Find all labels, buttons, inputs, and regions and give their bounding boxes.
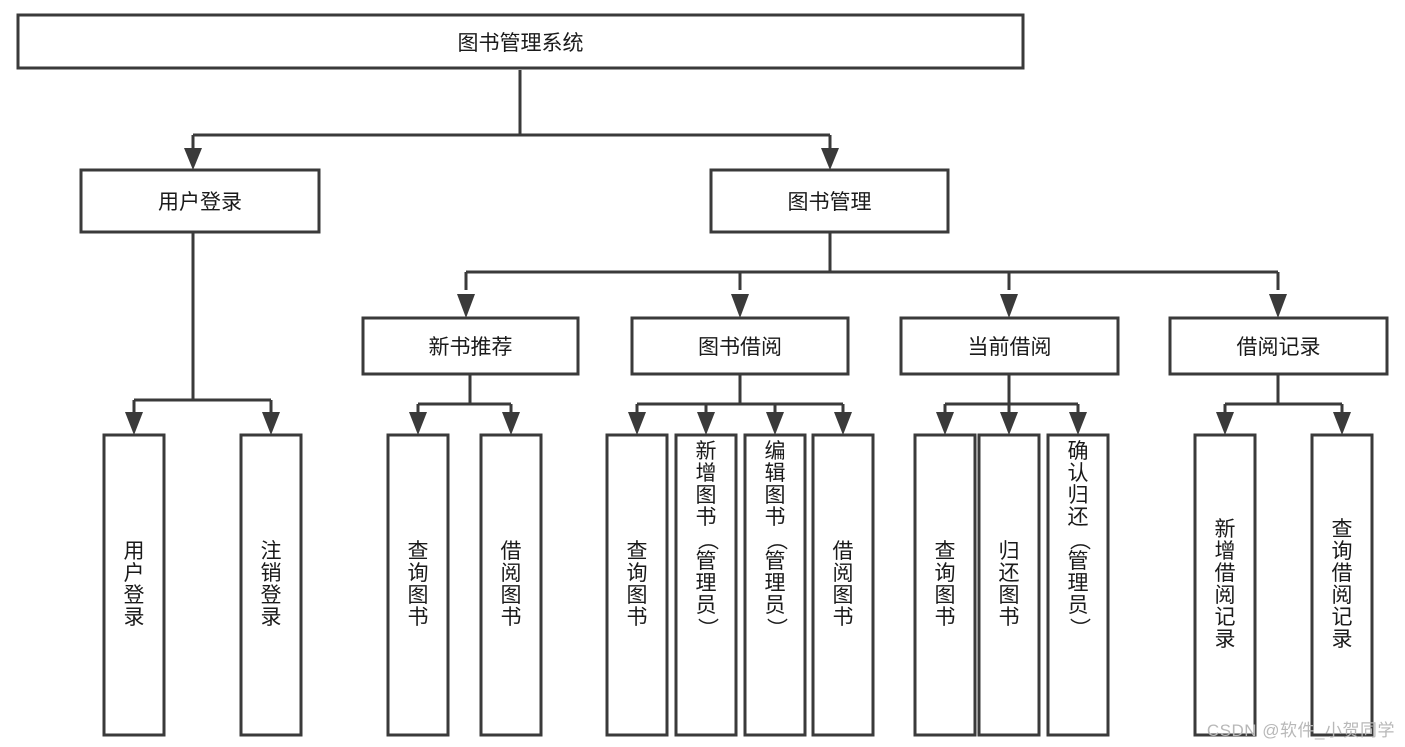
edge-userlogin-to-leaves xyxy=(125,232,280,435)
arrow-head-icon xyxy=(184,148,202,170)
node-box-book-borrow[interactable] xyxy=(630,316,850,376)
node-box-leaf-add-record[interactable] xyxy=(1193,433,1257,737)
edge-bookborrow-to-leaves xyxy=(628,374,852,435)
arrow-head-icon xyxy=(628,412,646,435)
edge-root-to-level2 xyxy=(184,70,839,170)
arrow-head-icon xyxy=(457,294,475,318)
arrow-head-icon xyxy=(1000,412,1018,435)
node-box-user-login[interactable] xyxy=(79,168,321,234)
arrow-head-icon xyxy=(936,412,954,435)
node-box-leaf-query-book-3[interactable] xyxy=(913,433,977,737)
csdn-watermark: CSDN @软件_小贺同学 xyxy=(1206,721,1395,740)
node-box-leaf-query-book-2[interactable] xyxy=(605,433,669,737)
arrow-head-icon xyxy=(1000,294,1018,318)
arrow-head-icon xyxy=(1069,412,1087,435)
arrow-head-icon xyxy=(697,412,715,435)
node-box-leaf-edit-book[interactable] xyxy=(743,433,807,737)
arrow-head-icon xyxy=(409,412,427,435)
arrow-head-icon xyxy=(262,412,280,435)
node-box-leaf-return-book[interactable] xyxy=(977,433,1041,737)
node-box-leaf-query-record[interactable] xyxy=(1310,433,1374,737)
arrow-head-icon xyxy=(125,412,143,435)
arrow-head-icon xyxy=(502,412,520,435)
edge-currentborrow-to-leaves xyxy=(936,374,1087,435)
node-box-book-mgmt[interactable] xyxy=(709,168,950,234)
node-box-leaf-confirm-return[interactable] xyxy=(1046,433,1110,737)
arrow-head-icon xyxy=(1269,294,1287,318)
arrow-head-icon xyxy=(821,148,839,170)
node-box-leaf-query-book-1[interactable] xyxy=(386,433,450,737)
arrow-head-icon xyxy=(766,412,784,435)
arrow-head-icon xyxy=(731,294,749,318)
node-box-new-book-rec[interactable] xyxy=(361,316,580,376)
arrow-head-icon xyxy=(1216,412,1234,435)
node-box-leaf-user-login[interactable] xyxy=(102,433,166,737)
node-box-leaf-logout[interactable] xyxy=(239,433,303,737)
arrow-head-icon xyxy=(834,412,852,435)
node-box-leaf-add-book[interactable] xyxy=(674,433,738,737)
node-box-current-borrow[interactable] xyxy=(899,316,1120,376)
edge-borrowrecord-to-leaves xyxy=(1216,374,1351,435)
arrow-head-icon xyxy=(1333,412,1351,435)
node-box-borrow-record[interactable] xyxy=(1168,316,1389,376)
node-box-root[interactable] xyxy=(16,13,1025,70)
node-box-leaf-borrow-book-2[interactable] xyxy=(811,433,875,737)
node-box-leaf-borrow-book-1[interactable] xyxy=(479,433,543,737)
edge-newbook-to-leaves xyxy=(409,374,520,435)
edge-bookmgmt-to-level3 xyxy=(457,232,1287,318)
